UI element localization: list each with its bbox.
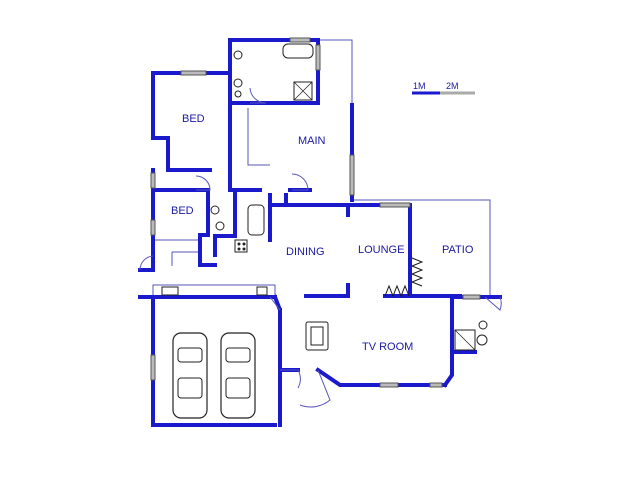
toilet-icon <box>233 50 243 60</box>
car-icon <box>172 332 208 419</box>
door-swing-icon <box>291 173 309 191</box>
bathtub-icon <box>247 204 265 236</box>
toilet-icon <box>478 320 488 330</box>
room-label-bed-top: BED <box>182 113 205 125</box>
door-swing-icon <box>484 296 502 311</box>
doors <box>139 87 502 408</box>
door-swing-icon <box>139 255 154 271</box>
window-icon <box>462 294 481 300</box>
outline-lines <box>152 39 491 298</box>
door-swing-icon <box>249 87 267 104</box>
toilet-icon <box>210 205 220 215</box>
toilet-icon <box>233 78 243 88</box>
window-icon <box>150 354 156 381</box>
room-label-tv-room: TV ROOM <box>362 341 413 353</box>
door-swing-icon <box>195 175 211 191</box>
window-icon <box>150 219 156 236</box>
room-label-lounge: LOUNGE <box>358 244 404 256</box>
room-labels: BED BED MAIN DINING LOUNGE PATIO TV ROOM <box>171 113 474 353</box>
bathtub-icon <box>282 43 314 59</box>
door-swing-icon <box>269 296 281 311</box>
room-label-main: MAIN <box>298 135 326 147</box>
window-icon <box>315 44 321 71</box>
door-swing-icon <box>299 369 331 408</box>
fixtures <box>161 43 488 351</box>
window-icon <box>379 382 399 388</box>
window-icon <box>429 382 443 388</box>
window-icon <box>289 37 311 43</box>
scale-label-2m: 2M <box>446 81 459 91</box>
car-icon <box>220 332 256 419</box>
door-swing-icon <box>280 369 301 389</box>
scale-label-1m: 1M <box>413 81 426 91</box>
window-icon <box>180 70 207 76</box>
stove-icon <box>234 239 248 253</box>
fireplace-icon <box>410 257 424 287</box>
scale-bar: 1M 2M <box>412 81 475 95</box>
room-label-dining: DINING <box>286 246 325 258</box>
room-label-patio: PATIO <box>442 244 474 256</box>
window-icon <box>349 154 355 196</box>
window-icon <box>150 172 156 189</box>
room-label-bed-left: BED <box>171 205 194 217</box>
cars <box>172 332 256 419</box>
window-icon <box>379 202 411 208</box>
windows <box>150 37 481 388</box>
